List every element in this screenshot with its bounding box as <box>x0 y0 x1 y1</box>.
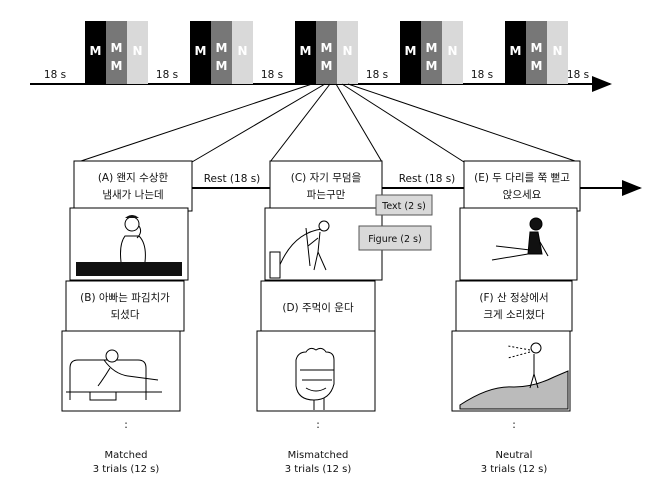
matched-dots: : <box>124 419 128 431</box>
figure-d-illustration <box>295 347 335 410</box>
timeline-rest-label: 18 s <box>156 69 178 81</box>
timeline-block-letter: M <box>216 41 228 55</box>
timeline-block-letter: M <box>426 59 438 73</box>
timeline-block <box>337 21 358 84</box>
timeline-block-letter: M <box>405 44 417 58</box>
mismatched-dots: : <box>316 419 320 431</box>
caption-d-line1: (D) 주먹이 운다 <box>282 302 354 314</box>
timeline-block <box>232 21 253 84</box>
timeline-block-letter: N <box>132 44 142 58</box>
caption-a-line1: (A) 왠지 수상한 <box>98 171 169 184</box>
neutral-trials: 3 trials (12 s) <box>481 464 548 475</box>
timeline-block <box>211 21 232 84</box>
timeline-block-letter: N <box>552 44 562 58</box>
timeline-block-letter: M <box>111 41 123 55</box>
timeline-rest-label: 18 s <box>471 69 493 81</box>
rest-label-right: Rest (18 s) <box>399 173 456 185</box>
timeline-block-letter: N <box>447 44 457 58</box>
timeline-rest-label: 18 s <box>261 69 283 81</box>
timeline-block-letter: M <box>426 41 438 55</box>
timeline-rest-label: 18 s <box>44 69 66 81</box>
caption-f-line2: 크게 소리쳤다 <box>483 309 545 321</box>
neutral-column: (E) 두 다리를 쭉 뻗고 앉으세요 (F) 산 정상에서 크게 소리쳤다 :… <box>451 160 581 475</box>
timeline-block-letter: M <box>111 59 123 73</box>
figure-b-illustration <box>66 349 162 401</box>
timeline-block <box>526 21 547 84</box>
timeline-block-letter: M <box>300 44 312 58</box>
timeline-block <box>547 21 568 84</box>
caption-a-line2: 냄새가 나는데 <box>102 189 163 201</box>
figure-timing-label: Figure (2 s) <box>368 234 421 245</box>
neutral-label: Neutral <box>496 450 533 461</box>
timeline-block-letter: M <box>531 59 543 73</box>
matched-label: Matched <box>104 450 147 461</box>
timeline-rest-labels: 18 s 18 s 18 s 18 s 18 s 18 s <box>44 69 589 81</box>
caption-b-line1: (B) 아빠는 파김치가 <box>80 292 170 304</box>
timeline-block <box>127 21 148 84</box>
caption-e-line2: 앉으세요 <box>503 189 542 201</box>
timeline-block <box>190 21 211 84</box>
caption-f-line1: (F) 산 정상에서 <box>479 292 548 304</box>
zoom-lines <box>77 83 579 163</box>
timeline-block-letter: M <box>216 59 228 73</box>
caption-e-line1: (E) 두 다리를 쭉 뻗고 <box>474 172 570 184</box>
rest-label-left: Rest (18 s) <box>204 173 261 185</box>
timeline-block <box>505 21 526 84</box>
caption-c-line1: (C) 자기 무덤을 <box>291 172 362 184</box>
figure-f-illustration <box>459 342 569 410</box>
caption-b-line2: 되셨다 <box>111 309 140 321</box>
mismatched-label: Mismatched <box>288 450 349 461</box>
timeline-rest-label: 18 s <box>567 69 589 81</box>
timeline-block-letter: M <box>531 41 543 55</box>
figure-c-illustration <box>269 220 330 279</box>
matched-trials: 3 trials (12 s) <box>93 464 160 475</box>
timeline-block <box>85 21 106 84</box>
figure-a-illustration <box>76 215 182 276</box>
timeline-rest-label: 18 s <box>366 69 388 81</box>
figure-e-illustration <box>491 217 549 261</box>
timeline-block-letter: N <box>342 44 352 58</box>
caption-c-line2: 파는구만 <box>307 189 346 201</box>
timeline-block-letter: M <box>510 44 522 58</box>
timeline-block-letter: M <box>195 44 207 58</box>
timeline-block <box>421 21 442 84</box>
timeline-block-letter: N <box>237 44 247 58</box>
timeline-block <box>106 21 127 84</box>
matched-column: (A) 왠지 수상한 냄새가 나는데 (B) 아빠는 파김치가 되셨다 : Ma… <box>61 160 193 475</box>
mismatched-trials: 3 trials (12 s) <box>285 464 352 475</box>
timeline-block-letter: M <box>321 59 333 73</box>
neutral-dots: : <box>512 419 516 431</box>
timeline-block <box>316 21 337 84</box>
timeline-block-letter: M <box>321 41 333 55</box>
text-timing-label: Text (2 s) <box>381 201 426 212</box>
mismatched-column: (C) 자기 무덤을 파는구만 Text (2 s) Figure (2 s) … <box>256 160 433 475</box>
timeline-block <box>400 21 421 84</box>
timeline-block <box>295 21 316 84</box>
timeline-block-letter: M <box>90 44 102 58</box>
timeline-block <box>442 21 463 84</box>
